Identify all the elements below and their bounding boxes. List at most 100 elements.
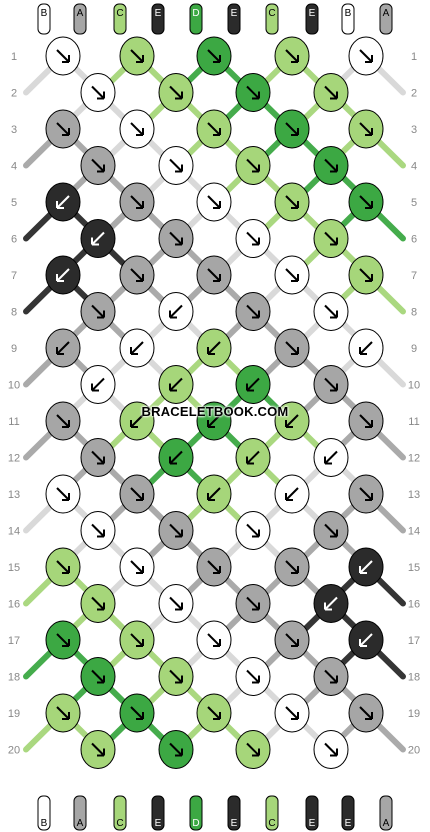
strand-end	[379, 795, 393, 831]
arrowhead-icon	[365, 201, 373, 209]
knot	[348, 474, 384, 514]
knot	[158, 657, 194, 696]
knot-arrow-icon	[130, 633, 144, 647]
arrowhead-icon	[330, 675, 338, 684]
strand-label: D	[192, 8, 199, 19]
arrowhead-icon	[97, 91, 105, 100]
arrowhead-icon	[252, 310, 260, 319]
knot-arrow-icon	[130, 706, 144, 720]
strand-end	[73, 3, 87, 35]
strand-end	[305, 795, 319, 831]
strand-label: E	[155, 8, 162, 19]
arrowhead-icon	[175, 602, 183, 611]
knot-arrow-icon	[359, 560, 373, 574]
row-number-right: 14	[408, 526, 420, 538]
strand-end	[265, 795, 279, 831]
knot	[313, 438, 349, 477]
knot-arrow-icon	[56, 49, 70, 63]
arrowhead-icon	[359, 347, 367, 355]
knot-arrow-icon	[207, 195, 221, 209]
arrowhead-icon	[213, 128, 221, 136]
knot-arrow-icon	[207, 122, 221, 136]
arrowhead-icon	[213, 712, 221, 720]
knot-arrow-icon	[169, 377, 183, 392]
knot	[348, 401, 384, 441]
knot-arrow-icon	[91, 450, 105, 465]
knot	[196, 474, 232, 514]
knot-arrow-icon	[130, 122, 144, 136]
knot	[235, 365, 271, 404]
knot-arrow-icon	[130, 268, 144, 282]
arrowhead-icon	[291, 566, 299, 574]
knot-arrow-icon	[324, 377, 338, 392]
knot-arrow-icon	[169, 523, 183, 538]
row-number-right: 17	[408, 635, 420, 647]
knot	[158, 438, 194, 477]
arrowhead-icon	[291, 274, 299, 282]
arrowhead-icon	[291, 55, 299, 63]
knot-arrow-icon	[91, 158, 105, 173]
arrowhead-icon	[213, 274, 221, 282]
knot	[80, 146, 116, 185]
knot	[235, 73, 271, 112]
arrowhead-icon	[62, 128, 70, 136]
knot-arrow-icon	[91, 669, 105, 684]
knot	[196, 401, 232, 441]
knot-arrow-icon	[359, 487, 373, 501]
knot-arrow-icon	[246, 669, 260, 684]
arrowhead-icon	[136, 493, 144, 501]
strand-end	[341, 795, 355, 831]
knot-arrow-icon	[91, 85, 105, 100]
knot-arrow-icon	[285, 487, 299, 501]
knot	[196, 328, 232, 368]
row-number-left: 3	[11, 124, 17, 136]
arrowhead-icon	[252, 602, 260, 611]
arrowhead-icon	[359, 566, 367, 574]
strand-label: A	[77, 8, 84, 19]
row-number-left: 14	[8, 526, 20, 538]
knot-arrow-icon	[169, 304, 183, 319]
knot	[348, 182, 384, 222]
knot	[348, 693, 384, 733]
arrowhead-icon	[330, 164, 338, 173]
arrowhead-icon	[213, 566, 221, 574]
knot	[235, 219, 271, 258]
knot-arrow-icon	[324, 742, 338, 757]
arrowhead-icon	[136, 712, 144, 720]
knot	[274, 109, 310, 149]
knot	[80, 438, 116, 477]
strand-label: E	[155, 818, 162, 829]
knot	[274, 182, 310, 222]
knot-arrow-icon	[207, 414, 221, 428]
arrowhead-icon	[213, 201, 221, 209]
row-number-right: 9	[411, 343, 417, 355]
knot	[45, 401, 81, 441]
knot-arrow-icon	[285, 341, 299, 355]
arrowhead-icon	[175, 237, 183, 246]
knot-arrow-icon	[359, 633, 373, 647]
knot-arrow-icon	[359, 49, 373, 63]
strand-end	[265, 3, 279, 35]
strand-label: E	[231, 818, 238, 829]
knot-arrow-icon	[285, 706, 299, 720]
knot	[119, 328, 155, 368]
knot	[80, 511, 116, 550]
knot-arrow-icon	[324, 596, 338, 611]
knot-arrow-icon	[285, 633, 299, 647]
knot	[158, 584, 194, 623]
knot	[119, 547, 155, 587]
knot	[274, 328, 310, 368]
strand-label: B	[345, 8, 352, 19]
arrowhead-icon	[246, 383, 254, 392]
row-number-right: 12	[408, 453, 420, 465]
arrowhead-icon	[252, 529, 260, 538]
knot	[196, 36, 232, 76]
arrowhead-icon	[62, 566, 70, 574]
arrowhead-icon	[291, 201, 299, 209]
knot	[119, 693, 155, 733]
arrowhead-icon	[285, 420, 293, 428]
strand-end	[227, 3, 241, 35]
row-number-right: 6	[411, 234, 417, 246]
arrowhead-icon	[175, 675, 183, 684]
strand-label: E	[231, 8, 238, 19]
